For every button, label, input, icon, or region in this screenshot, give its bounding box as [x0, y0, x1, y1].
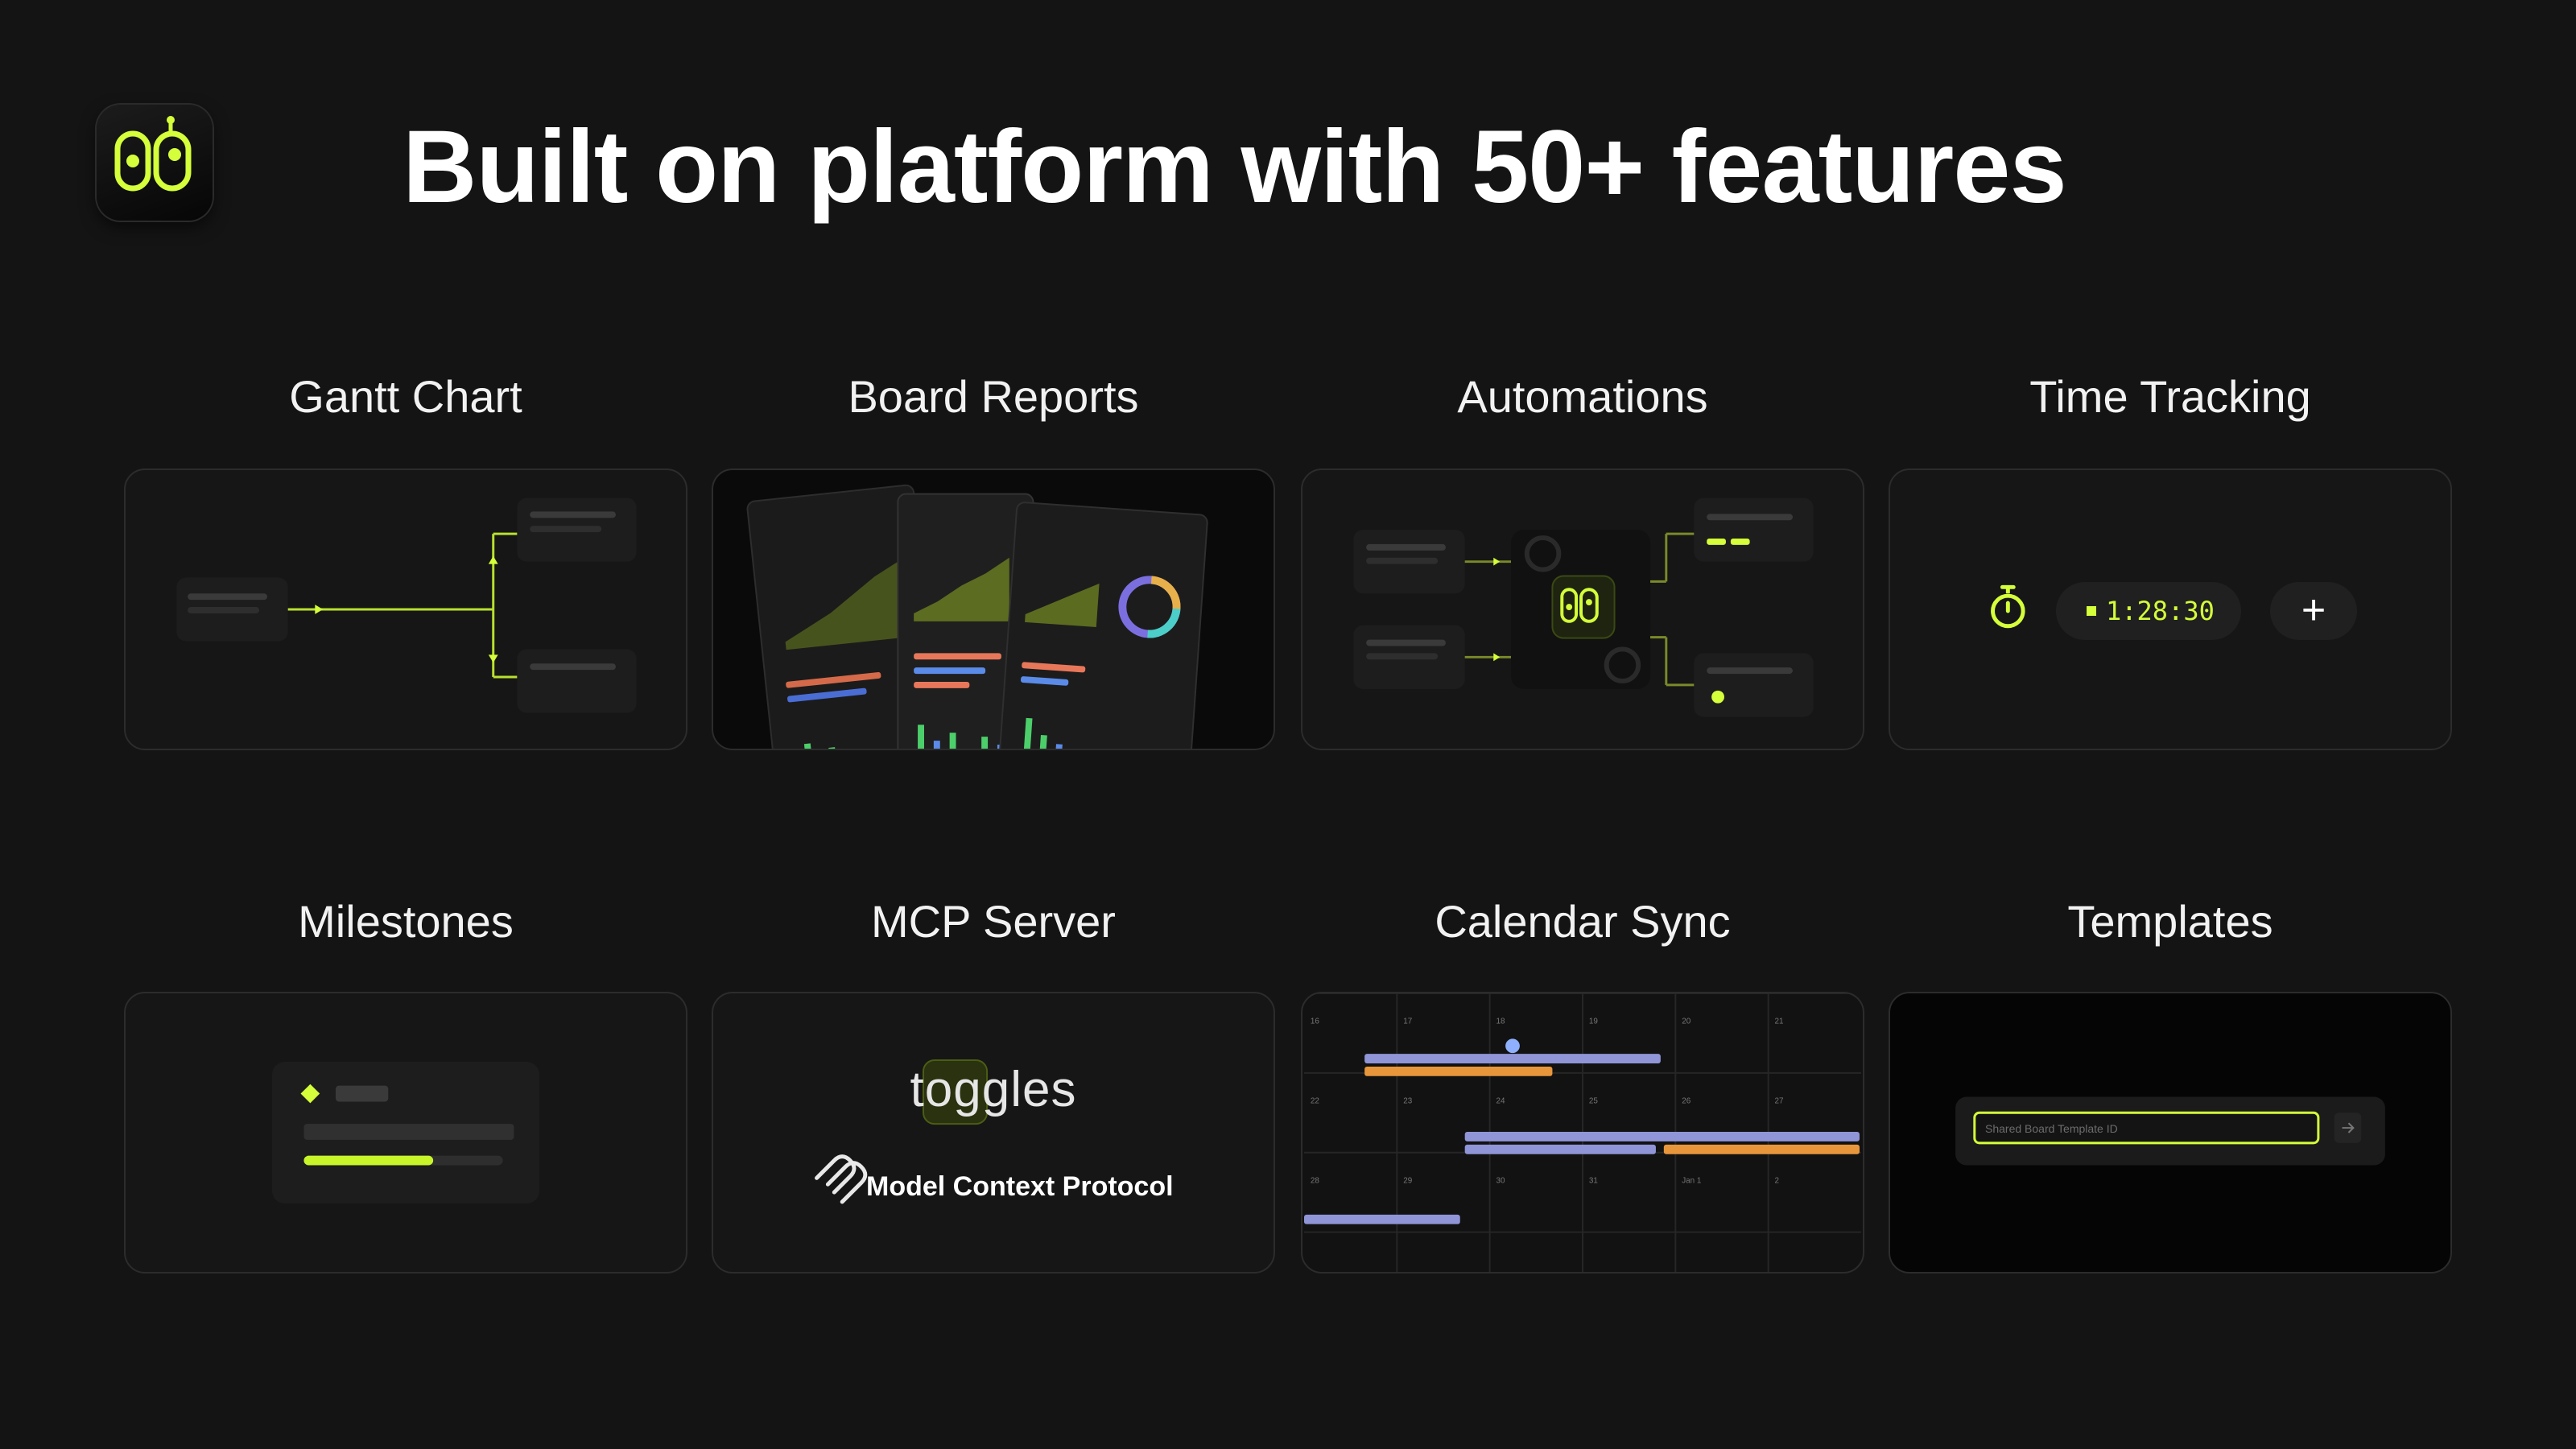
calendar-event	[1464, 1144, 1656, 1154]
mcp-logo-icon	[815, 1154, 868, 1204]
calendar-day-label: 28	[1311, 1176, 1319, 1185]
calendar-event	[1663, 1144, 1860, 1154]
robot-face-icon	[114, 116, 192, 192]
feature-label-calendar-sync: Calendar Sync	[1435, 896, 1731, 947]
calendar-day-label: 30	[1496, 1176, 1505, 1185]
automations-illustration	[1353, 497, 1814, 717]
feature-label-board-reports: Board Reports	[848, 371, 1139, 422]
brand-wordmark: toggles	[910, 1062, 1077, 1117]
calendar-day-label: 16	[1311, 1018, 1319, 1026]
timer-display[interactable]: 1:28:30	[2056, 582, 2241, 640]
calendar-event	[1464, 1132, 1860, 1141]
calendar-day-label: 20	[1682, 1018, 1690, 1026]
calendar-day-label: 23	[1403, 1096, 1412, 1105]
feature-label-templates: Templates	[2067, 896, 2273, 947]
calendar-day-label: 22	[1311, 1096, 1319, 1105]
calendar-event	[1364, 1054, 1661, 1063]
calendar-grid: 16 17 18 19 20 21 22 23 24 25 26 27 28 29 30 31 Jan 1 2	[1304, 993, 1861, 1272]
app-logo	[97, 105, 213, 221]
calendar-day-label: 25	[1589, 1096, 1598, 1105]
feature-label-time-tracking: Time Tracking	[2029, 371, 2311, 422]
feature-label-gantt: Gantt Chart	[289, 371, 522, 422]
calendar-event	[1304, 1214, 1460, 1224]
calendar-day-label: 31	[1589, 1176, 1598, 1185]
automations-card[interactable]	[1301, 469, 1864, 750]
calendar-day-label: 21	[1775, 1018, 1784, 1026]
time-tracking-card[interactable]: 1:28:30 +	[1889, 469, 2452, 750]
calendar-day-label: 24	[1496, 1096, 1505, 1105]
feature-label-milestones: Milestones	[298, 896, 514, 947]
mcp-server-card[interactable]: toggles Model Context Protocol	[712, 992, 1275, 1274]
milestone-progress-fill	[303, 1155, 434, 1166]
calendar-day-label: 26	[1682, 1096, 1690, 1105]
calendar-day-label: 2	[1775, 1176, 1780, 1185]
feature-label-mcp-server: MCP Server	[871, 896, 1116, 947]
timer-value: 1:28:30	[2106, 596, 2215, 626]
calendar-day-label: 27	[1775, 1096, 1784, 1105]
template-input-frame	[1955, 1096, 2385, 1166]
template-id-input[interactable]: Shared Board Template ID	[1985, 1122, 2118, 1135]
gantt-illustration	[176, 497, 637, 713]
board-reports-illustration	[746, 484, 1208, 749]
gantt-chart-card[interactable]	[124, 469, 687, 750]
milestones-card[interactable]	[124, 992, 687, 1274]
mcp-highlight	[923, 1059, 989, 1125]
recording-indicator	[2087, 606, 2096, 616]
mcp-protocol-label: Model Context Protocol	[866, 1171, 1174, 1202]
page-title: Built on platform with 50+ features	[402, 109, 2067, 225]
feature-label-automations: Automations	[1457, 371, 1708, 422]
calendar-day-label: Jan 1	[1682, 1176, 1702, 1185]
add-time-button[interactable]: +	[2270, 582, 2357, 640]
calendar-day-label: 29	[1403, 1176, 1412, 1185]
stopwatch-icon	[1991, 584, 2025, 629]
templates-card[interactable]: Shared Board Template ID	[1889, 992, 2452, 1274]
milestone-illustration	[271, 1062, 540, 1203]
board-reports-card[interactable]	[712, 469, 1275, 750]
calendar-day-label: 19	[1589, 1018, 1598, 1026]
arrow-right-icon	[2342, 1122, 2355, 1133]
calendar-sync-card[interactable]: 16 17 18 19 20 21 22 23 24 25 26 27 28 29 30 31 Jan 1 2	[1301, 992, 1864, 1274]
calendar-event	[1364, 1066, 1553, 1076]
calendar-day-label: 18	[1496, 1018, 1505, 1026]
calendar-day-label: 17	[1403, 1018, 1412, 1026]
